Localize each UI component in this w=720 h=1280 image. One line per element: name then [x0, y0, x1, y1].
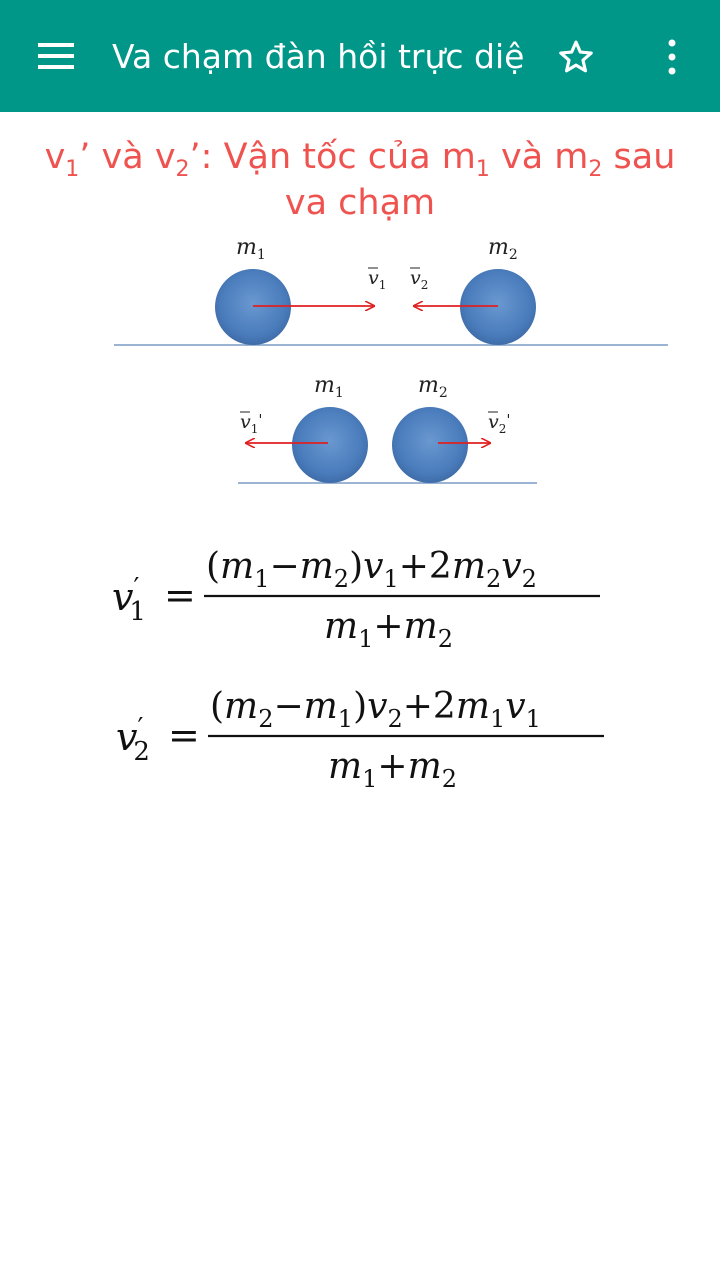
formula2-numerator: (m2−m1)v2+2m1v1 — [210, 686, 541, 733]
after-collision: m1 m2 v1' v2' — [238, 373, 537, 484]
before-collision: m1 m2 v1 v2 — [114, 235, 668, 346]
ball-m2-after — [292, 407, 368, 483]
formula1-equals: = — [164, 573, 196, 617]
formula1-lhs: v′1 — [112, 573, 146, 627]
label-m2-after: m2 — [418, 373, 448, 401]
label-v1: v1 — [368, 267, 386, 292]
formula-v2-prime: v′2 = (m2−m1)v2+2m1v1 m1+m2 — [116, 686, 604, 793]
favorite-button[interactable] — [548, 30, 604, 84]
ball-m1 — [215, 269, 291, 345]
label-v2: v2 — [410, 267, 428, 292]
section-heading: v1’ và v2’: Vận tốc của m1 và m2 sau va … — [44, 137, 676, 223]
formula2-equals: = — [168, 713, 200, 757]
collision-diagram: m1 m2 v1 v2 m1 m2 v1' v2' — [114, 235, 668, 484]
more-options-button[interactable] — [648, 30, 696, 84]
ball-m2 — [460, 269, 536, 345]
label-m1: m1 — [236, 235, 266, 263]
formula2-denominator: m1+m2 — [328, 746, 457, 793]
label-v2-prime: v2' — [488, 411, 511, 436]
formula1-numerator: (m1−m2)v1+2m2v2 — [206, 546, 537, 593]
label-v1-prime: v1' — [240, 411, 263, 436]
formula1-denominator: m1+m2 — [324, 606, 453, 653]
ball-m1-after — [392, 407, 468, 483]
label-m2: m2 — [488, 235, 518, 263]
hamburger-menu-icon — [38, 43, 74, 69]
formula2-lhs: v′2 — [116, 713, 150, 767]
label-m1-after: m1 — [314, 373, 344, 401]
page-title: Va chạm đàn hồi trực diện — [112, 37, 524, 76]
menu-button[interactable] — [20, 32, 92, 80]
more-vert-icon — [668, 39, 676, 75]
formula-v1-prime: v′1 = (m1−m2)v1+2m2v2 m1+m2 — [112, 546, 600, 653]
star-outline-icon — [559, 40, 593, 73]
app-bar: Va chạm đàn hồi trực diện — [0, 0, 720, 112]
